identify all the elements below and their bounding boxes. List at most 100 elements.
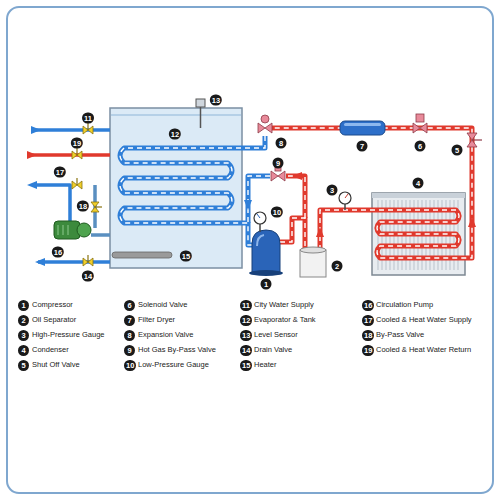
callout-number: 7 bbox=[357, 141, 368, 152]
water-pipe bbox=[91, 233, 110, 237]
oil-separator-top bbox=[300, 247, 326, 253]
water-valve bbox=[91, 202, 102, 212]
callout-number: 16 bbox=[52, 247, 64, 258]
legend-number: 19 bbox=[362, 345, 374, 356]
flow-arrow bbox=[35, 258, 45, 266]
legend-number: 16 bbox=[362, 300, 374, 311]
legend-text: Compressor bbox=[32, 300, 73, 309]
water-valve bbox=[83, 255, 93, 266]
valve-stem bbox=[472, 139, 482, 140]
legend-number: 17 bbox=[362, 315, 374, 326]
level-sensor-probe bbox=[200, 107, 202, 128]
callout-number: 17 bbox=[54, 167, 66, 178]
flow-arrow bbox=[316, 227, 324, 237]
legend-number: 8 bbox=[124, 330, 135, 341]
pipe-highlight bbox=[280, 218, 305, 250]
pump-fin bbox=[68, 225, 69, 235]
frame bbox=[7, 7, 493, 493]
water-valve bbox=[72, 178, 82, 189]
callout-number: 12 bbox=[169, 129, 181, 140]
refrigerant-pipe bbox=[120, 136, 265, 245]
shut-off-valve bbox=[467, 133, 482, 147]
valve-body bbox=[258, 123, 272, 133]
heater bbox=[112, 252, 172, 258]
legend-text: Expansion Valve bbox=[138, 330, 193, 339]
refrigerant-pipe bbox=[280, 218, 305, 250]
filter-dryer bbox=[340, 121, 385, 135]
legend-number: 2 bbox=[18, 315, 29, 326]
callout-number: 6 bbox=[415, 141, 426, 152]
water-valve bbox=[72, 148, 82, 159]
compressor bbox=[252, 230, 280, 272]
flow-arrow bbox=[27, 151, 37, 159]
legend-number: 7 bbox=[124, 315, 135, 326]
evaporator-tank bbox=[110, 108, 242, 268]
callout-number: 19 bbox=[71, 138, 83, 149]
callout-number: 18 bbox=[77, 201, 89, 212]
valve-body bbox=[271, 171, 285, 181]
legend-text: Drain Valve bbox=[254, 345, 292, 354]
legend-text: Low-Pressure Gauge bbox=[138, 360, 209, 369]
legend-text: High-Pressure Gauge bbox=[32, 330, 105, 339]
legend-number: 18 bbox=[362, 330, 374, 341]
refrigerant-pipe bbox=[286, 176, 305, 218]
callout-number: 13 bbox=[210, 95, 222, 106]
legend-text: Oil Separator bbox=[32, 315, 76, 324]
pump-fin bbox=[63, 225, 64, 235]
valve-stem bbox=[95, 206, 102, 207]
flow-arrow bbox=[31, 126, 41, 134]
pump-head bbox=[77, 223, 91, 237]
filter-dryer-highlight bbox=[344, 123, 381, 126]
valve-stem bbox=[76, 178, 77, 185]
water-pipe bbox=[30, 153, 110, 157]
legend-text: Filter Dryer bbox=[138, 315, 175, 324]
legend-text: Shut Off Valve bbox=[32, 360, 80, 369]
flow-arrow bbox=[292, 172, 302, 180]
valve-stem bbox=[76, 148, 77, 155]
legend-text: Cooled & Heat Water Return bbox=[376, 345, 471, 354]
callout-number: 10 bbox=[271, 207, 283, 218]
flow-arrow bbox=[468, 217, 476, 227]
legend-text: City Water Supply bbox=[254, 300, 314, 309]
valve-head bbox=[261, 115, 269, 123]
pipe-highlight bbox=[272, 128, 472, 258]
legend-number: 9 bbox=[124, 345, 135, 356]
pipe-highlight bbox=[248, 176, 270, 223]
valve-stem bbox=[87, 255, 88, 262]
water-pipe bbox=[34, 128, 110, 132]
legend-text: Condenser bbox=[32, 345, 69, 354]
callout-number: 9 bbox=[273, 158, 284, 169]
water-pipe bbox=[38, 260, 110, 264]
legend-text: Cooled & Heat Water Supply bbox=[376, 315, 472, 324]
flow-arrow bbox=[27, 181, 37, 189]
callout-number: 4 bbox=[413, 178, 424, 189]
legend-text: Hot Gas By-Pass Valve bbox=[138, 345, 216, 354]
refrigerant-pipe bbox=[272, 128, 472, 258]
compressor-highlight bbox=[257, 235, 264, 246]
gauge-stem bbox=[259, 224, 261, 232]
solenoid-valve bbox=[413, 114, 427, 133]
legend-text: Level Sensor bbox=[254, 330, 298, 339]
gauge-needle bbox=[257, 214, 260, 218]
callout-number: 11 bbox=[82, 113, 94, 124]
callout-number: 2 bbox=[332, 261, 343, 272]
circulation-pump bbox=[54, 221, 80, 239]
water-pipe bbox=[34, 185, 70, 221]
callout-number: 5 bbox=[452, 145, 463, 156]
solenoid-coil bbox=[416, 114, 424, 122]
gauge-stem bbox=[344, 204, 346, 210]
valve-body bbox=[413, 123, 427, 133]
legend-number: 6 bbox=[124, 300, 135, 311]
legend-number: 1 bbox=[18, 300, 29, 311]
legend-number: 11 bbox=[240, 300, 252, 311]
oil-separator bbox=[300, 250, 326, 277]
legend-text: Circulation Pump bbox=[376, 300, 433, 309]
legend-number: 10 bbox=[124, 360, 136, 371]
legend-number: 13 bbox=[240, 330, 252, 341]
callout-number: 3 bbox=[327, 185, 338, 196]
flow-arrow bbox=[244, 200, 252, 210]
pump-fin bbox=[58, 225, 59, 235]
